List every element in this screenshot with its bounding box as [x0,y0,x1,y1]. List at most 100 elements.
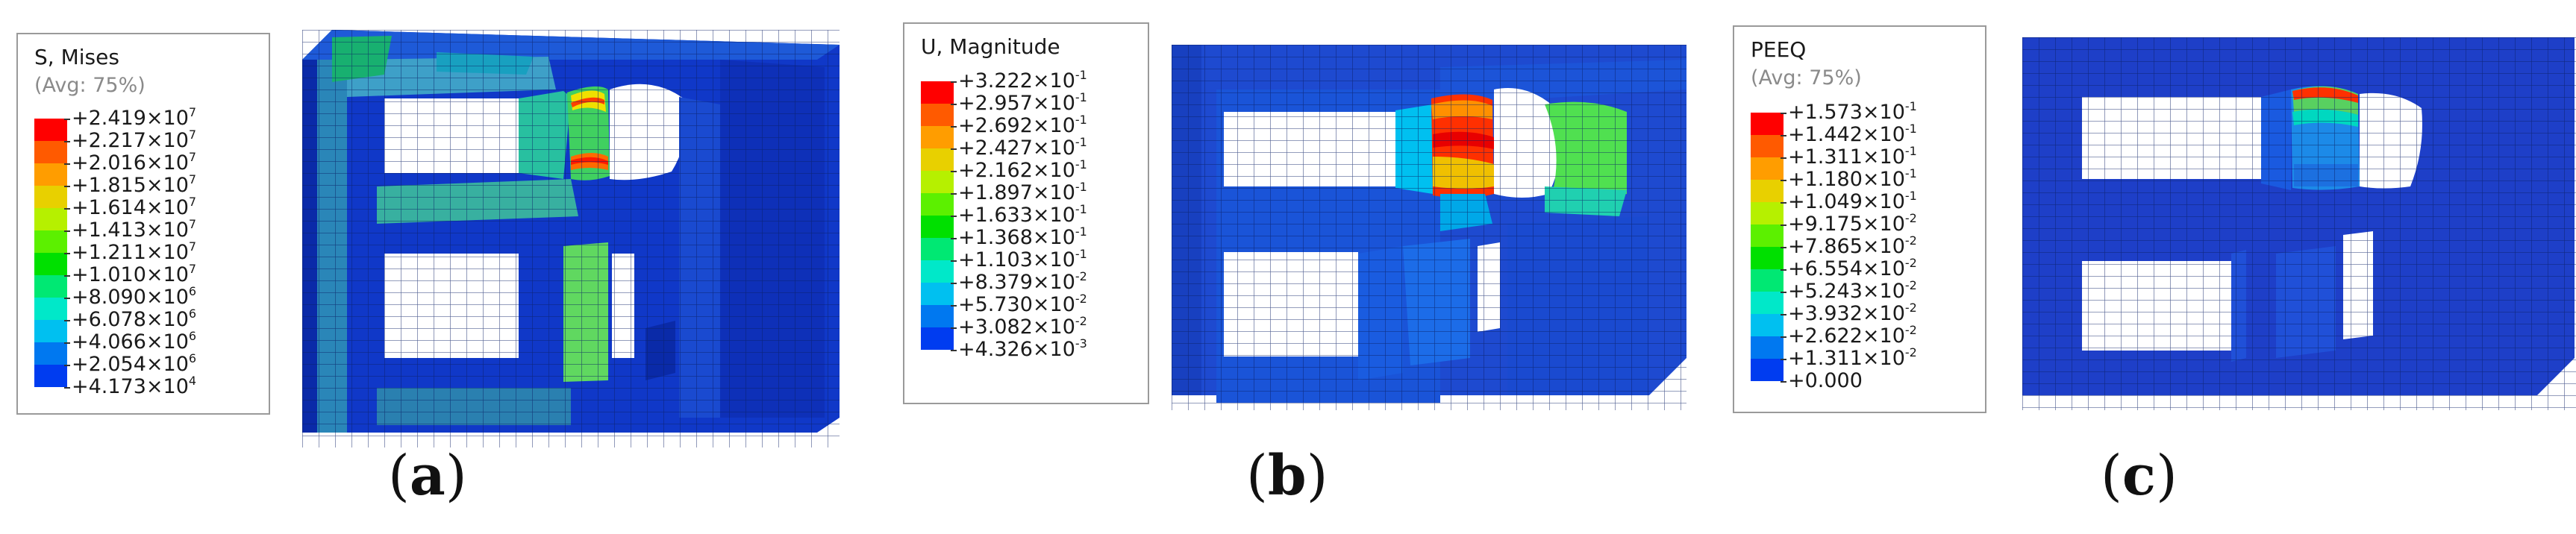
legend-tick [64,365,70,366]
legend-tick [951,283,957,284]
legend-tick [1781,202,1786,204]
legend-value-mantissa: +5.243 [1788,280,1863,303]
legend-value: +2.162×10-1 [958,159,1087,182]
legend-value-times-ten: ×10 [146,219,189,242]
legend-value: +2.622×10-2 [1788,324,1917,348]
legend-swatch [921,283,954,305]
legend-value-times-ten: ×10 [1862,302,1905,325]
legend-value-mantissa: +3.222 [958,69,1033,92]
legend-value-times-ten: ×10 [1032,69,1075,92]
legend-tick [951,327,957,329]
legend-value-times-ten: ×10 [1032,338,1075,361]
legend-value-exponent: 7 [188,150,197,164]
legend-value: +1.413×107 [72,219,196,242]
legend-swatch [34,342,67,365]
legend-swatch [921,193,954,216]
legend-swatch [1751,135,1783,157]
legend-tick [64,186,70,187]
legend-subtitle: (Avg: 75%) [1751,66,1862,89]
legend-value-mantissa: +1.311 [1788,145,1863,169]
legend-tick [951,350,957,351]
panel-a: S, Mises (Avg: 75%) +2.419×107+2.217×107… [0,0,858,534]
legend-value-mantissa: +1.049 [1788,190,1863,213]
legend-value-mantissa: +6.078 [72,308,146,331]
legend-tick [951,305,957,307]
legend-swatch [1751,180,1783,202]
legend-tick [64,298,70,299]
legend-value-exponent: -2 [1904,211,1917,225]
legend-tick [1781,157,1786,159]
legend-value-mantissa: +1.633 [958,204,1033,227]
legend-tick [951,216,957,217]
legend-swatch [34,365,67,387]
legend-value-mantissa: +2.622 [1788,324,1863,348]
legend-value: +1.614×107 [72,196,196,219]
legend-value-mantissa: +1.211 [72,241,146,264]
legend-swatch [921,126,954,148]
legend-value-exponent: -2 [1075,269,1087,283]
legend-value: +1.815×107 [72,174,196,197]
legend-tick [1781,381,1786,383]
legend-value-mantissa: +2.419 [72,107,146,130]
legend-value-mantissa: +1.815 [72,174,146,197]
legend-swatch [34,298,67,320]
legend-b: U, Magnitude +3.222×10-1+2.957×10-1+2.69… [903,22,1149,404]
legend-swatch [34,141,67,163]
legend-value: +2.419×107 [72,107,196,130]
legend-tick [64,253,70,254]
legend-a: S, Mises (Avg: 75%) +2.419×107+2.217×107… [16,33,270,415]
legend-swatch [1751,224,1783,247]
legend-value: +4.326×10-3 [958,336,1087,361]
panel-b: U, Magnitude +3.222×10-1+2.957×10-1+2.69… [858,0,1716,534]
legend-value-mantissa: +1.010 [72,263,146,286]
legend-value: +2.427×10-1 [958,135,1087,160]
legend-value: +9.175×10-2 [1788,213,1917,236]
legend-tick [1781,292,1786,293]
legend-value-exponent: -1 [1904,166,1917,180]
legend-subtitle: (Avg: 75%) [34,74,146,97]
legend-tick [951,238,957,239]
legend-value-times-ten: ×10 [1862,123,1905,146]
legend-swatch [921,305,954,327]
legend-value: +1.049×10-1 [1788,189,1917,213]
legend-value-times-ten: ×10 [1862,145,1905,169]
legend-swatch [34,119,67,141]
legend-value-mantissa: +2.427 [958,136,1033,160]
legend-value: +5.243×10-2 [1788,280,1917,303]
legend-value-mantissa: +2.054 [72,353,146,376]
legend-value-exponent: -1 [1075,180,1087,194]
legend-tick [1781,224,1786,226]
legend-swatch [34,275,67,298]
legend-value-times-ten: ×10 [1862,213,1905,236]
legend-value-exponent: -3 [1075,336,1087,351]
legend-value-times-ten: ×10 [1862,280,1905,303]
legend-tick [1781,113,1786,114]
legend-swatch [921,260,954,283]
legend-value-exponent: -1 [1075,202,1087,216]
legend-value-exponent: -2 [1904,233,1917,248]
legend-swatch [921,327,954,350]
legend-value-times-ten: ×10 [1032,204,1075,227]
legend-value-exponent: 7 [188,239,197,254]
legend-value-exponent: -2 [1904,301,1917,315]
legend-value-times-ten: ×10 [146,286,189,309]
legend-value-exponent: -1 [1075,113,1087,127]
legend-value-times-ten: ×10 [1032,114,1075,137]
legend-value-exponent: 7 [188,262,197,276]
caption-c: (c) [2101,444,2178,508]
legend-value: +4.173×104 [72,375,196,398]
legend-value-exponent: -1 [1904,189,1917,203]
legend-swatch [921,216,954,238]
legend-value-times-ten: ×10 [1032,271,1075,294]
caption-letter: c [2122,444,2156,508]
legend-tick [64,141,70,142]
legend-swatch [1751,202,1783,224]
legend-tick [951,81,957,83]
legend-value-exponent: -1 [1075,247,1087,261]
legend-value-times-ten: ×10 [1032,226,1075,249]
panel-c: PEEQ (Avg: 75%) +1.573×10-1+1.442×10-1+1… [1716,0,2576,534]
legend-value: +1.311×10-2 [1788,347,1917,370]
legend-tick [64,342,70,344]
legend-value-mantissa: +0.000 [1788,369,1863,392]
legend-value-exponent: -1 [1075,135,1087,149]
